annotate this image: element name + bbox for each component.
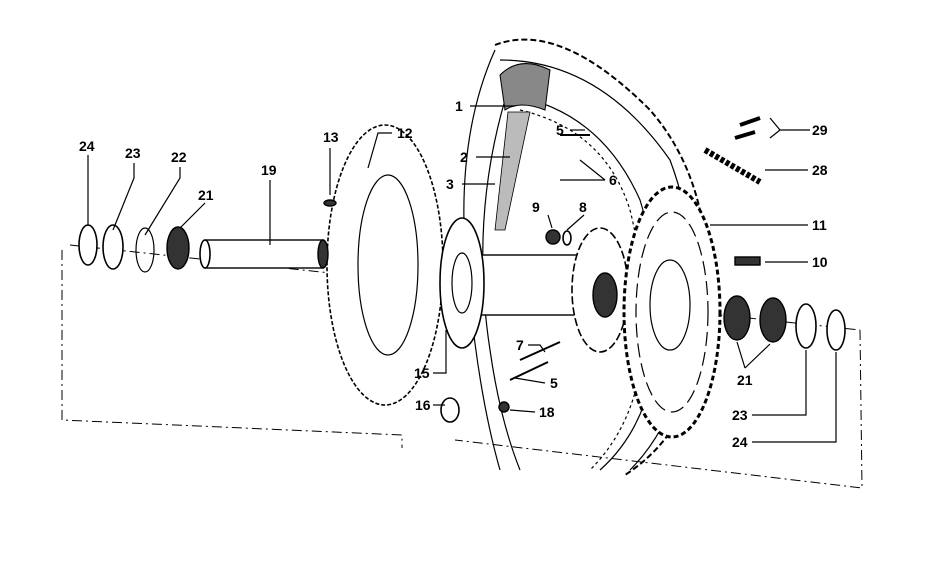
callout-6: 6 [609, 172, 617, 188]
callout-24-left: 24 [79, 138, 95, 154]
callout-18: 18 [539, 404, 555, 420]
callout-5-bottom: 5 [550, 375, 558, 391]
sprocket [622, 185, 722, 439]
spacer-right [795, 303, 817, 349]
callout-16: 16 [415, 397, 431, 413]
callout-11: 11 [812, 217, 827, 233]
washer [562, 230, 572, 246]
callout-19: 19 [261, 162, 277, 178]
chain-link [734, 116, 761, 140]
leader-lines [87, 105, 837, 443]
callout-3: 3 [446, 176, 454, 192]
nut [545, 229, 561, 245]
seal-right [826, 309, 846, 351]
callout-23-left: 23 [125, 145, 141, 161]
bearing-left [166, 226, 190, 270]
callout-9: 9 [532, 199, 540, 215]
callout-1: 1 [455, 98, 463, 114]
callout-23-right: 23 [732, 407, 748, 423]
sprocket-bolt [734, 256, 761, 266]
callout-13: 13 [323, 129, 339, 145]
callout-24-right: 24 [732, 434, 748, 450]
chain [703, 147, 762, 185]
assembly-line-left [61, 250, 403, 448]
callout-28: 28 [812, 162, 828, 178]
bearing-right-1 [723, 295, 751, 341]
bearing-right-2 [759, 297, 787, 343]
axle-tube [199, 239, 329, 269]
callout-22: 22 [171, 149, 187, 165]
callout-21-right: 21 [737, 372, 753, 388]
callout-21-left: 21 [198, 187, 214, 203]
disc-bolt [323, 199, 337, 207]
hub [439, 217, 629, 353]
callout-29: 29 [812, 122, 828, 138]
circlip [135, 227, 155, 273]
callout-15: 15 [414, 365, 430, 381]
callout-7: 7 [516, 337, 524, 353]
brake-disc [326, 124, 444, 406]
seal-left [78, 224, 98, 266]
callout-8: 8 [579, 199, 587, 215]
spacer-left [102, 224, 124, 270]
spokes [509, 134, 590, 381]
rim-nut [498, 401, 510, 413]
callout-10: 10 [812, 254, 828, 270]
callout-5-top: 5 [556, 122, 564, 138]
callout-2: 2 [460, 149, 468, 165]
callout-12: 12 [397, 125, 413, 141]
valve-cap [440, 397, 460, 423]
